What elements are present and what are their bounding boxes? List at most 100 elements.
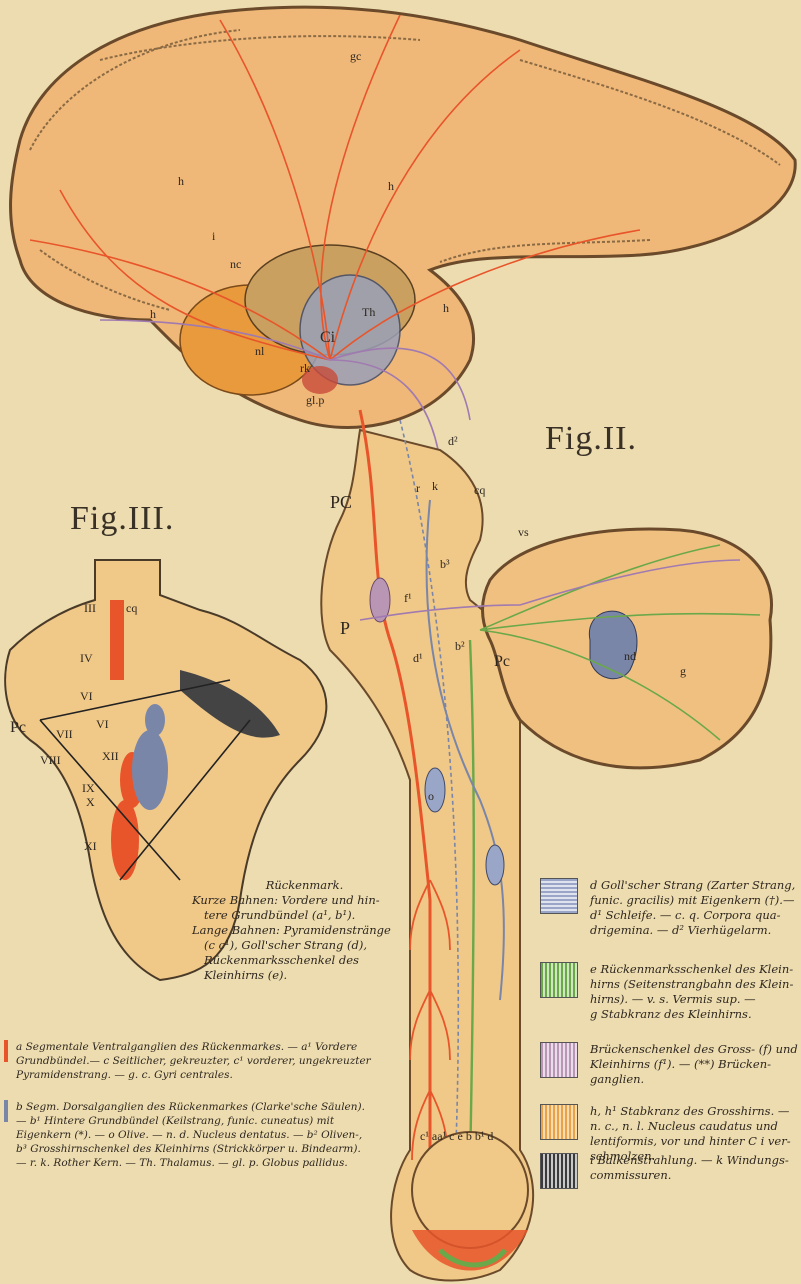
spinal-caption-line1: Kurze Bahnen: Vordere und hin- (192, 893, 380, 907)
label-d2: d² (448, 434, 458, 448)
label-k: k (432, 479, 438, 493)
radiation-fibres-orange (29, 14, 641, 361)
fig3-nucleus-orange-2 (111, 800, 139, 880)
label-cq: cq (474, 483, 485, 497)
label-vi: VI (96, 717, 109, 731)
label-th: Th (362, 305, 375, 319)
key-line: Kleinhirns (f¹). — (**) Brücken- (590, 1057, 772, 1071)
fig3-dark-wedge (180, 670, 280, 738)
label-iv: IV (80, 651, 93, 665)
label-pc: PC (330, 492, 352, 512)
olive (424, 767, 446, 813)
dentate-nucleus (588, 610, 638, 680)
label-pc3: Pc (10, 719, 26, 736)
spinal-caption-line2: tere Grundbündel (a¹, b¹). (204, 908, 356, 922)
key-line: h, h¹ Stabkranz des Grosshirns. — (590, 1104, 790, 1118)
label-vi-r: VI (80, 689, 93, 703)
clarke-column (485, 844, 505, 886)
label-p: P (340, 618, 350, 638)
cerebellar-fibres-violet (359, 559, 741, 621)
lateral-cerebellar-tract (468, 639, 475, 1171)
label-glp: gl.p (306, 393, 324, 407)
label-xii: XII (102, 749, 119, 763)
label-r: r (416, 481, 420, 495)
key-line: Eigenkern (*). — o Olive. — n. d. Nucleu… (16, 1129, 363, 1141)
spinal-caption-line3: Lange Bahnen: Pyramidenstränge (192, 923, 391, 937)
key-line: hirns (Seitenstrangbahn des Klein- (590, 977, 794, 991)
label-nl: nl (255, 344, 265, 358)
fig3-label: Fig.III. (70, 500, 175, 537)
key-line: i Balkenstrahlung. — k Windungs- (590, 1153, 789, 1167)
spinal-caption-line6: Kleinhirns (e). (204, 968, 288, 982)
key-swatch-callosal (540, 1153, 578, 1189)
label-b3: b³ (440, 557, 450, 571)
key-swatch-goll (540, 878, 578, 914)
spinal-caption-title: Rückenmark. (265, 878, 344, 892)
label-g: g (680, 664, 686, 678)
label-h-4: h (443, 301, 449, 315)
spinal-caption: Rückenmark. Kurze Bahnen: Vordere und hi… (192, 878, 397, 983)
label-f1: f¹ (404, 591, 412, 605)
label-h-2: h (388, 179, 394, 193)
spinal-caption-line5: Rückenmarksschenkel des (204, 953, 359, 967)
fig3-crossing-lines (39, 679, 251, 881)
red-nucleus (302, 366, 338, 394)
label-cq2: cq (126, 601, 137, 615)
key-line: g Stabkranz des Kleinhirns. (590, 1007, 752, 1021)
key-line: Brückenschenkel des Gross- (f) und (590, 1042, 798, 1056)
key-color-bar (4, 1100, 8, 1122)
key-line: ganglien. (590, 1072, 645, 1086)
key-line: hirns). — v. s. Vermis sup. — (590, 992, 756, 1006)
fig3-nucleus-blue-2 (145, 704, 165, 736)
label-o: o (428, 789, 434, 803)
key-swatch-corona (540, 1104, 578, 1140)
cerebellum (359, 527, 773, 770)
radiation-fibres-violet (99, 319, 471, 461)
key-entry-segmental-ventral: a Segmentale Ventralganglien des Rückenm… (4, 1040, 404, 1082)
key-line: — r. k. Rother Kern. — Th. Thalamus. — g… (16, 1157, 348, 1169)
label-iii: III (84, 601, 96, 615)
label-d1: d¹ (413, 651, 423, 665)
cerebellar-fibres-green (479, 544, 761, 741)
key-line: a Segmentale Ventralganglien des Rückenm… (16, 1041, 358, 1053)
label-vs: vs (518, 525, 529, 539)
cerebrum (9, 5, 797, 461)
label-h-3: h (150, 307, 156, 321)
label-b2: b² (455, 639, 465, 653)
key-line: funic. gracilis) mit Eigenkern (†).— (590, 893, 795, 907)
label-gc: gc (350, 49, 361, 63)
key-line: b³ Grosshirnschenkel des Kleinhirns (Str… (16, 1143, 361, 1155)
spinal-cord-branches (409, 879, 451, 1161)
label-bottom: c¹ aa¹ c e b b¹ d (420, 1129, 493, 1143)
diagram-labels: gc h h h h i nc Th Ci nl rk gl.p d² r k … (10, 49, 686, 1143)
label-vii: VII (56, 727, 73, 741)
brainstem-outline (320, 428, 535, 1282)
goll-tract (399, 419, 460, 1171)
key-entry-segmental-dorsal: b Segm. Dorsalganglien des Rückenmarkes … (4, 1100, 404, 1170)
label-ix: IX (82, 781, 95, 795)
label-rk: rk (300, 361, 310, 375)
fig2-label: Fig.II. (545, 420, 637, 457)
pyramidal-tract (358, 409, 432, 1170)
key-entry-goll: d Goll'scher Strang (Zarter Strang, funi… (540, 878, 798, 938)
label-viii: VIII (40, 753, 61, 767)
spinal-section-base (412, 1230, 528, 1271)
key-swatch-pontine (540, 1042, 578, 1078)
fig3-nucleus-blue (132, 730, 168, 810)
label-nc: nc (230, 257, 241, 271)
key-line: n. c., n. l. Nucleus caudatus und (590, 1119, 778, 1133)
pontine-ganglion (369, 577, 391, 623)
key-line: schmolzen. (590, 1149, 656, 1163)
key-swatch-cerebellar (540, 962, 578, 998)
key-entry-callosal: i Balkenstrahlung. — k Windungs- commiss… (540, 1153, 798, 1189)
cerebrum-gyri (29, 29, 781, 311)
key-line: drigemina. — d² Vierhügelarm. (590, 923, 772, 937)
label-i: i (212, 229, 216, 243)
label-ci: Ci (320, 329, 336, 346)
key-line: b Segm. Dorsalganglien des Rückenmarkes … (16, 1101, 365, 1113)
cerebrum-outline (9, 5, 797, 429)
key-entry-corona-radiata: h, h¹ Stabkranz des Grosshirns. — n. c.,… (540, 1104, 798, 1164)
key-line: d Goll'scher Strang (Zarter Strang, (590, 878, 796, 892)
spinal-caption-line4: (c c¹), Goll'scher Strang (d), (204, 938, 368, 952)
